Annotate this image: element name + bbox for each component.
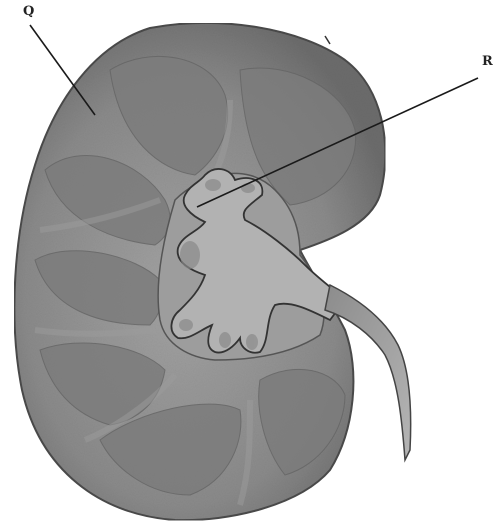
- label-r: R: [482, 54, 493, 69]
- capsule-nick: [325, 36, 330, 44]
- label-q: Q: [23, 4, 34, 19]
